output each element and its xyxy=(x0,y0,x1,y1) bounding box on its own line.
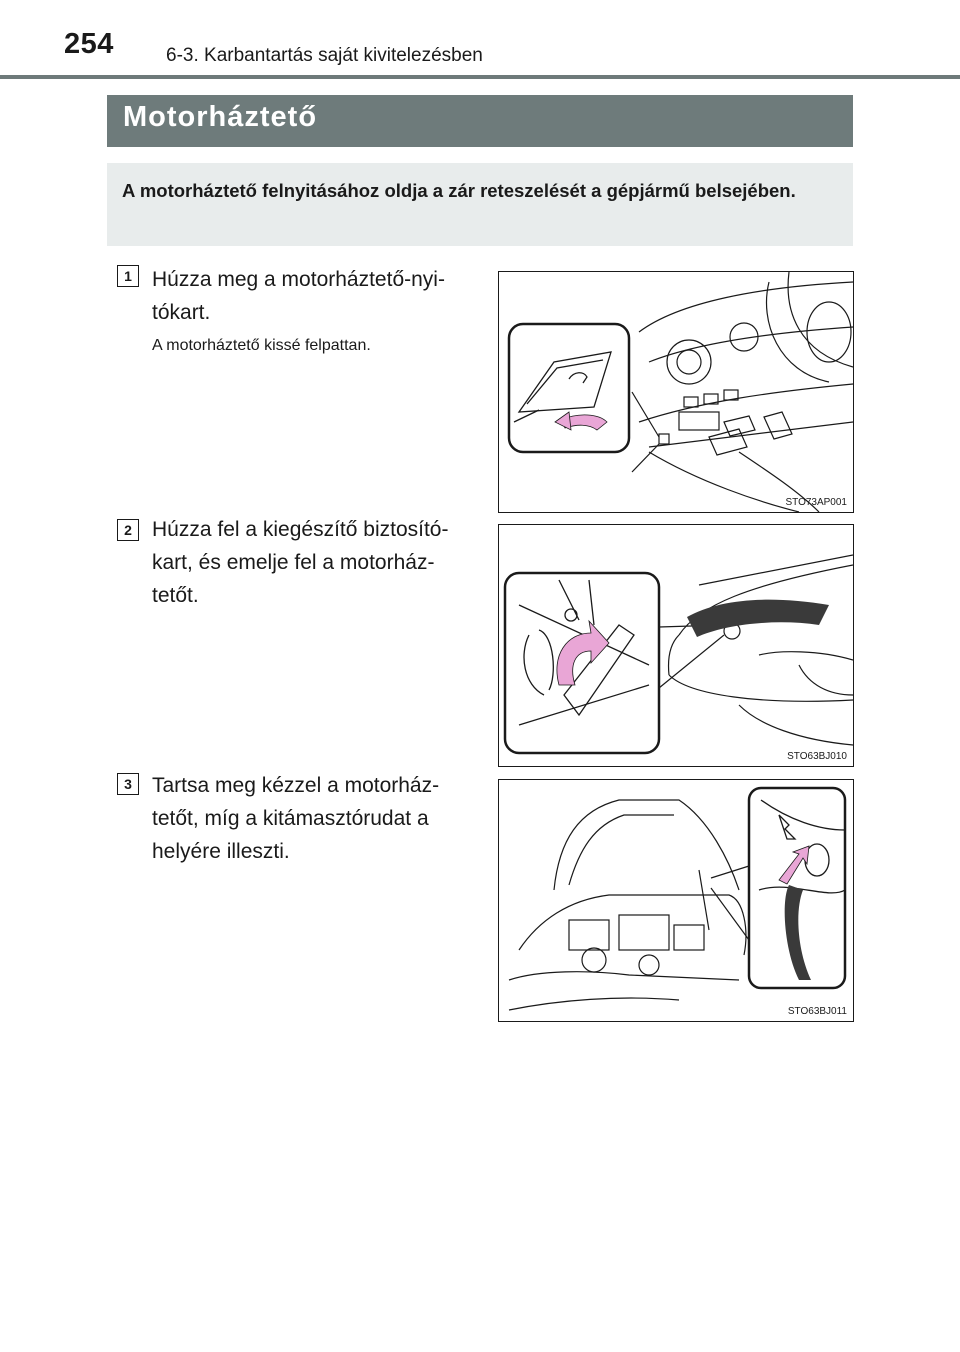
intro-box: A motorháztető felnyitásához oldja a zár… xyxy=(107,163,853,246)
step-number-2: 2 xyxy=(117,519,139,541)
auxiliary-catch-illustration xyxy=(503,554,853,755)
step-number-1: 1 xyxy=(117,265,139,287)
hood-release-illustration xyxy=(507,272,853,512)
intro-text: A motorháztető felnyitásához oldja a zár… xyxy=(122,180,796,201)
step-text-3: Tartsa meg kézzel a motorház-tetőt, míg … xyxy=(152,774,440,863)
page-title-bar: Motorháztető xyxy=(107,95,853,147)
step-note-1: A motorháztető kissé felpattan. xyxy=(152,337,371,354)
page-number: 254 xyxy=(64,28,114,60)
step-number-3: 3 xyxy=(117,773,139,795)
step-text-2: Húzza fel a kiegészítő biztosító-kart, é… xyxy=(152,518,449,607)
step-text-1: Húzza meg a motorháztető-nyi-tókart. xyxy=(152,268,445,324)
figure-hood-release-lever: STO73AP001 xyxy=(498,271,854,513)
page-title: Motorháztető xyxy=(123,101,318,133)
figure-code: STO63BJ010 xyxy=(787,751,847,762)
figure-code: STO73AP001 xyxy=(785,497,847,508)
support-rod-illustration xyxy=(508,786,847,1011)
header-divider xyxy=(0,75,960,79)
section-title: 6-3. Karbantartás saját kivitelezésben xyxy=(166,45,483,66)
figure-code: STO63BJ011 xyxy=(787,1006,847,1017)
figure-support-rod: STO63BJ011 xyxy=(498,779,854,1022)
page-header: 254 6-3. Karbantartás saját kivitelezésb… xyxy=(0,0,960,80)
figure-auxiliary-catch: STO63BJ010 xyxy=(498,524,854,767)
